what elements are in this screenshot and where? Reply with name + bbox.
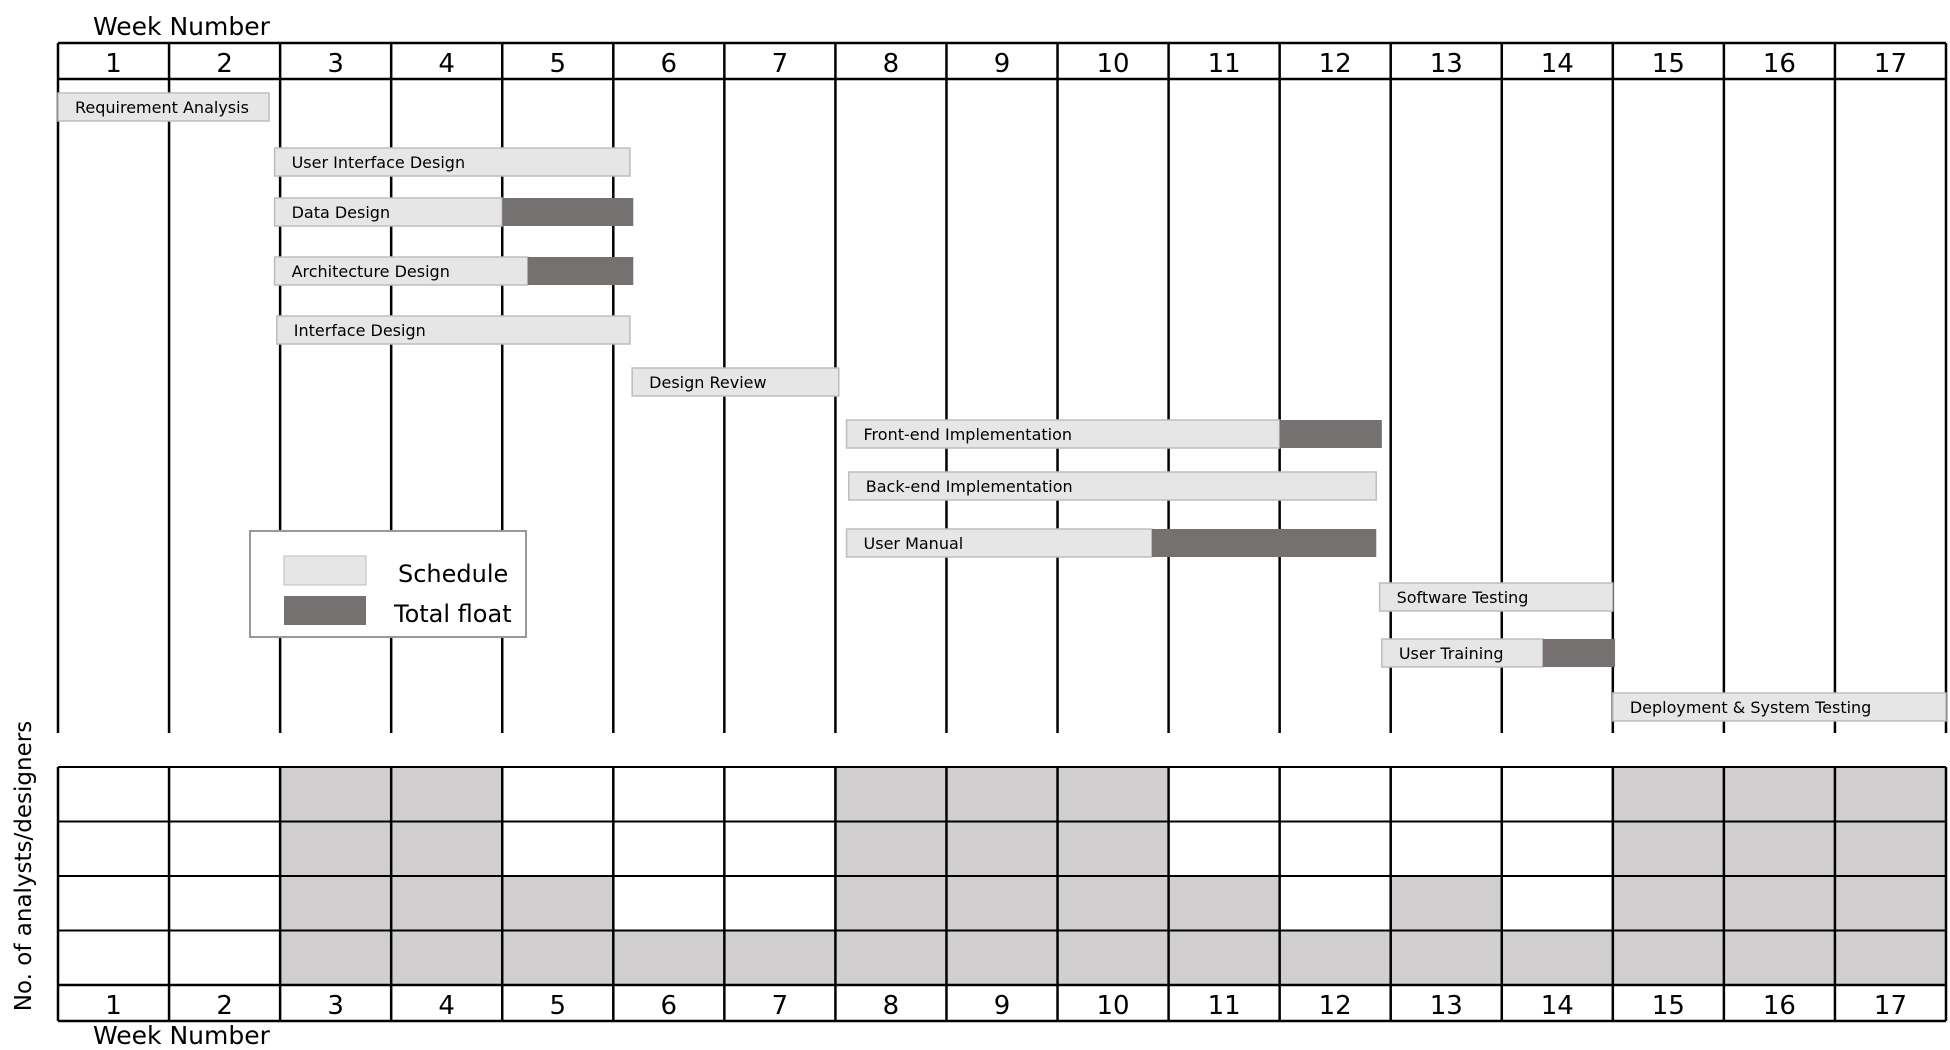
top-axis-label: Week Number [93, 12, 271, 41]
task-schedule-bar [273, 147, 631, 177]
staff-bar-week-7 [724, 930, 836, 985]
top-week-tick-label: 8 [883, 49, 900, 79]
bottom-week-tick-label: 4 [438, 991, 455, 1021]
top-week-tick-label: 4 [438, 49, 455, 79]
task-label: Deployment & System Testing [1630, 698, 1872, 717]
bottom-week-tick-label: 12 [1319, 991, 1352, 1021]
task-float-bar [1151, 529, 1377, 557]
task-label: User Interface Design [292, 153, 466, 172]
task-label: Back-end Implementation [866, 477, 1073, 496]
legend-schedule-swatch [283, 555, 367, 586]
task-label: Architecture Design [292, 262, 450, 281]
staff-bar-week-12 [1279, 930, 1391, 985]
top-week-tick-label: 11 [1208, 49, 1241, 79]
top-week-tick-label: 1 [105, 49, 122, 79]
staffing-grid [58, 767, 1946, 985]
legend-float-label: Total float [393, 600, 512, 628]
task-schedule-bar [845, 419, 1281, 449]
top-week-tick-label: 9 [994, 49, 1011, 79]
task-schedule-bar [273, 197, 503, 227]
legend: Schedule Total float [249, 530, 527, 638]
bottom-week-tick-label: 2 [216, 991, 233, 1021]
task-schedule-bar [273, 256, 529, 286]
top-week-tick-label: 6 [661, 49, 678, 79]
bottom-week-tick-label: 15 [1652, 991, 1685, 1021]
top-week-tick-label: 13 [1430, 49, 1463, 79]
task-label: Front-end Implementation [864, 425, 1073, 444]
task-label: Requirement Analysis [75, 98, 249, 117]
top-week-tick-label: 5 [549, 49, 566, 79]
task-label: User Training [1399, 644, 1504, 663]
bottom-week-tick-label: 6 [661, 991, 678, 1021]
top-week-tick-label: 15 [1652, 49, 1685, 79]
legend-schedule-label: Schedule [398, 560, 508, 588]
top-week-tick-label: 17 [1874, 49, 1907, 79]
task-label: Design Review [649, 373, 766, 392]
task-label: User Manual [864, 534, 964, 553]
task-float-bar [1279, 420, 1382, 448]
task-schedule-bar [57, 92, 270, 122]
bottom-week-tick-label: 17 [1874, 991, 1907, 1021]
task-label: Software Testing [1397, 588, 1529, 607]
bottom-axis-label: Week Number [93, 1021, 271, 1046]
bottom-week-tick-label: 7 [772, 991, 789, 1021]
bottom-week-tick-label: 10 [1097, 991, 1130, 1021]
task-schedule-bar [1378, 582, 1614, 612]
bottom-week-tick-label: 14 [1541, 991, 1574, 1021]
top-week-tick-label: 10 [1097, 49, 1130, 79]
top-week-tick-label: 14 [1541, 49, 1574, 79]
task-label: Data Design [292, 203, 391, 222]
bottom-week-tick-label: 3 [327, 991, 344, 1021]
bottom-week-tick-label: 9 [994, 991, 1011, 1021]
task-float-bar [1542, 639, 1616, 667]
bottom-week-tick-label: 11 [1208, 991, 1241, 1021]
bottom-week-tick-label: 8 [883, 991, 900, 1021]
task-schedule-bar [276, 315, 631, 345]
staff-axis-label: No. of analysts/designers [11, 721, 37, 1011]
bottom-week-tick-label: 13 [1430, 991, 1463, 1021]
top-week-tick-label: 16 [1763, 49, 1796, 79]
staff-bar-week-14 [1501, 930, 1613, 985]
bottom-week-tick-label: 1 [105, 991, 122, 1021]
task-label: Interface Design [294, 321, 426, 340]
task-float-bar [502, 198, 634, 226]
task-schedule-bar [1612, 692, 1947, 722]
top-week-tick-label: 2 [216, 49, 233, 79]
task-schedule-bar [1381, 638, 1544, 668]
timeline-grid: 1122334455667788991010111112121313141415… [56, 41, 1948, 1023]
top-week-tick-label: 3 [327, 49, 344, 79]
legend-float-swatch [284, 596, 366, 625]
task-schedule-bar [631, 367, 840, 397]
bottom-week-tick-label: 16 [1763, 991, 1796, 1021]
top-week-tick-label: 7 [772, 49, 789, 79]
top-week-tick-label: 12 [1319, 49, 1352, 79]
bottom-week-tick-label: 5 [549, 991, 566, 1021]
task-float-bar [527, 257, 634, 285]
task-schedule-bar [847, 471, 1378, 501]
staff-bar-week-6 [613, 930, 725, 985]
